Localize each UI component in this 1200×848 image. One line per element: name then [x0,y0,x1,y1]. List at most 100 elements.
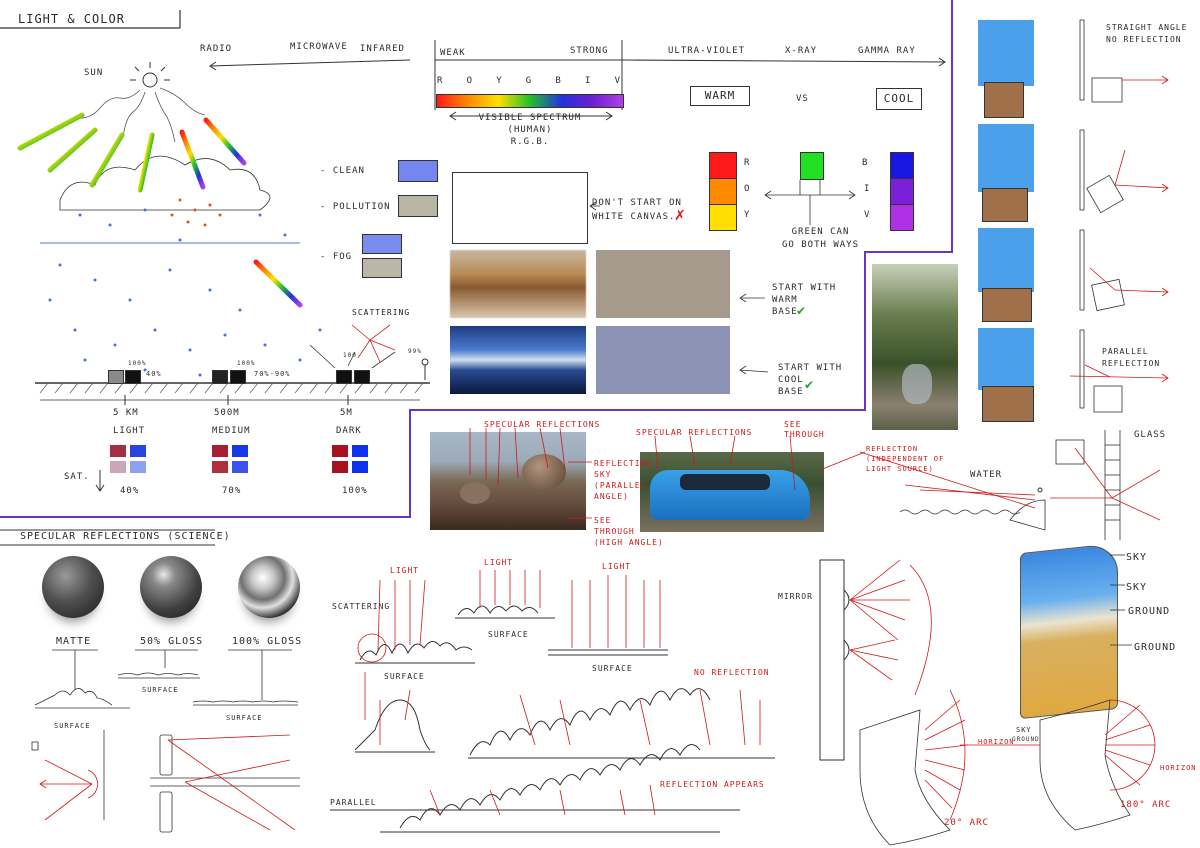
sat-light-blue [130,445,146,457]
dont-start-line2: WHITE CANVAS. [592,212,676,222]
cool-base-blur-image [450,326,586,394]
swatch-b [890,152,914,179]
mirror-label: MIRROR [778,592,813,601]
sphere-matte [42,556,104,618]
warm-box: WARM [690,86,750,106]
visible-line-3: R.G.B. [510,137,550,147]
sat-medium-red2 [212,461,228,473]
visible-line-2: (HUMAN) [507,125,553,135]
beach-rocks-photo [430,432,586,530]
parallel-reflection-note: PARALLEL REFLECTION [1102,346,1160,370]
reflecting-sky-note: REFLECTING SKY (PARALLEL ANGLE) [594,458,652,502]
sat-light-pink [110,461,126,473]
chrome-ground-2: GROUND [1134,642,1177,653]
letter-v-side: V [864,210,871,220]
forest-stream-photo [872,264,958,430]
cool-base-line2: COOL [778,375,804,385]
section-title-light-color: LIGHT & COLOR [18,12,125,26]
check-icon-cool: ✔ [804,378,815,392]
letter-i-side: I [864,184,871,194]
straight-angle-note: STRAIGHT ANGLE NO REFLECTION [1106,22,1187,46]
reflecting-line1: REFLECTING [594,459,653,468]
dont-start-line1: DON'T START ON [592,198,682,208]
refl-line3: LIGHT SOURCE) [866,465,934,473]
distance-5m: 5M [340,408,353,418]
angle-panel-4-box [982,386,1034,422]
see-through-2-note: SEE THROUGH [784,420,825,440]
pollution-swatch [398,195,438,217]
letter-i: I [584,76,592,86]
cross-icon: ✗ [674,208,686,224]
swatch-black2-500m [230,370,246,384]
letter-o: O [466,76,474,86]
angle-panel-1-box [984,82,1024,118]
letter-g: G [525,76,533,86]
chrome-sky-1: SKY [1126,552,1148,563]
horizon-label-2: HORIZON [1160,764,1197,772]
angle-panel-3 [978,228,1034,292]
arc180-label: 180° ARC [1120,800,1172,810]
straight-line2: NO REFLECTION [1106,35,1182,44]
gloss50-label: 50% GLOSS [140,636,204,647]
letter-y: Y [496,76,503,86]
letter-r-side: R [744,158,751,168]
sat-dark-red [332,445,348,457]
swatch-o [709,178,737,205]
cool-base-line1: START WITH [778,363,843,373]
angle-panel-2 [978,124,1034,192]
spectrum-bar [436,94,624,108]
swatch-v [890,204,914,231]
dark-label: DARK [336,426,362,436]
matte-label: MATTE [56,636,92,647]
angle-panel-2-box [982,188,1028,222]
reflection-appears-label: REFLECTION APPEARS [660,780,765,789]
medium-label: MEDIUM [212,426,251,436]
swatch-black-5m [336,370,352,384]
light-label-3: LIGHT [602,562,632,571]
swatch-grey-5km [108,370,124,384]
label-microwave: MICROWAVE [290,42,348,52]
spectrum-letters: R O Y G B I V [437,76,621,86]
sphere-surface-1: SURFACE [54,722,91,730]
reflecting-line2: SKY [594,470,612,479]
sat-70: 70% [222,486,242,496]
distance-500m: 500M [214,408,240,418]
section-title-specular: SPECULAR REFLECTIONS (SCIENCE) [20,531,231,542]
swatch-black2-5m [354,370,370,384]
letter-r: R [437,76,444,86]
value-100-c: 100 [343,352,357,359]
chrome-sky-small: SKY [1016,726,1032,734]
label-weak: WEAK [440,48,466,58]
gloss100-label: 100% GLOSS [232,636,303,647]
fog-label: - FOG [320,252,353,262]
spec-refl-2: SPECULAR REFLECTIONS [636,428,753,437]
warm-base-line2: WARM [772,295,798,305]
angle-panel-1 [978,20,1034,86]
cool-base-swatch [596,326,730,394]
sat-dark-red2 [332,461,348,473]
vs-label: VS [796,94,809,104]
parallel-line1: PARALLEL [1102,347,1149,356]
distance-5km: 5 KM [113,408,139,418]
green-line1: GREEN CAN [791,227,850,237]
arc20-label: 20° ARC [944,818,989,828]
letter-v: V [614,76,621,86]
see-through-line1: SEE [594,516,612,525]
dont-start-note: DON'T START ON WHITE CANVAS. [592,196,682,224]
sun-label: SUN [84,68,104,78]
letter-o-side: O [744,184,751,194]
value-100-b: 100% [237,360,256,367]
see2-line1: SEE [784,420,802,429]
angle-panel-3-box [982,288,1032,322]
chrome-ground-small: GROUND [1012,736,1040,743]
sphere-100-gloss [238,556,300,618]
water-label: WATER [970,470,1003,480]
label-infared: INFARED [360,44,405,54]
swatch-y [709,204,737,231]
clean-swatch [398,160,438,182]
sat-label: SAT. [64,472,90,482]
scattering-surface-label: SCATTERING [332,602,391,611]
